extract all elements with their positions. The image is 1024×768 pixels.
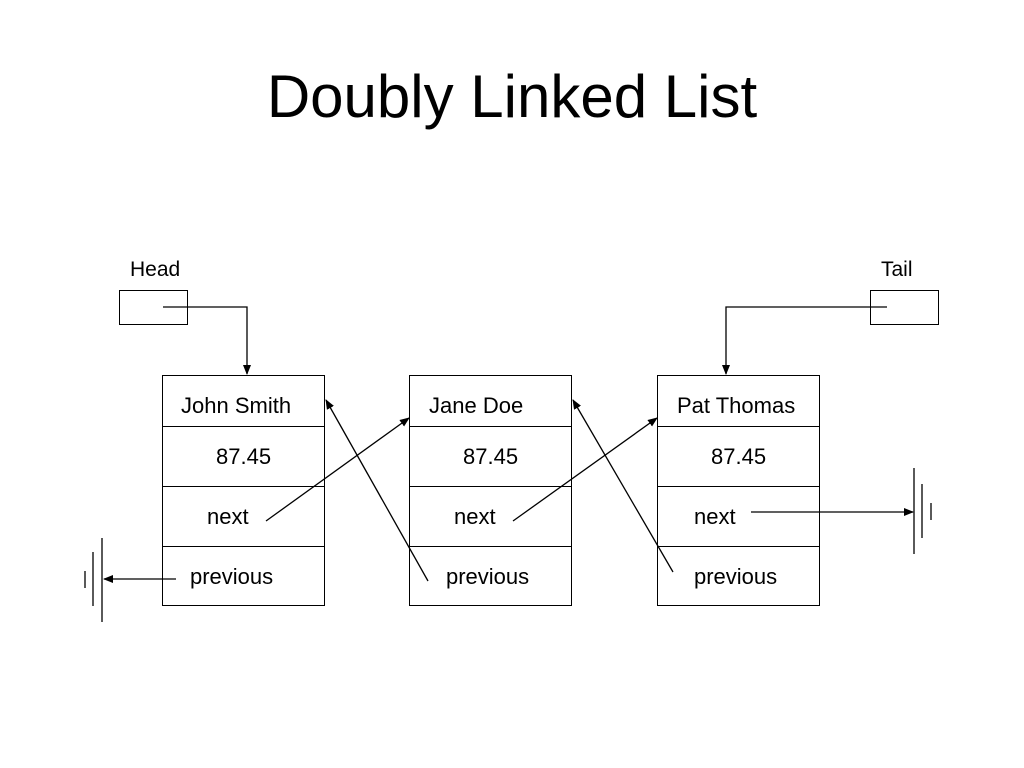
tail-to-node-3-arrow [722, 306, 887, 375]
node-3-previous: previous [694, 564, 778, 589]
node-2-previous-arrow [325, 399, 429, 582]
node-2-next-arrow [512, 417, 658, 522]
node-1-next-arrow [265, 417, 410, 522]
node-1-name: John Smith [181, 393, 292, 418]
node-3-next: next [694, 504, 736, 529]
node-3-value-field: 87.45 [658, 426, 819, 486]
node-3: Pat Thomas 87.45 next previous [657, 375, 820, 606]
head-label: Head [130, 258, 181, 281]
null-ground-right-icon [913, 468, 932, 554]
node-2-next-field: next [410, 486, 571, 546]
node-3-name: Pat Thomas [677, 393, 796, 418]
node-3-previous-field: previous [658, 546, 819, 606]
node-1-next-field: next [163, 486, 324, 546]
node-3-value: 87.45 [711, 444, 767, 469]
node-1-next: next [207, 504, 249, 529]
node-2-value-field: 87.45 [410, 426, 571, 486]
node-1-previous-field: previous [163, 546, 324, 606]
node-2-name: Jane Doe [429, 393, 524, 418]
node-3-previous-arrow [572, 399, 674, 573]
node-1-previous: previous [190, 564, 274, 589]
node-2-previous: previous [446, 564, 530, 589]
node-1-name-field: John Smith [163, 376, 324, 436]
node-3-next-field: next [658, 486, 819, 546]
node-2-name-field: Jane Doe [410, 376, 571, 436]
node-2-previous-field: previous [410, 546, 571, 606]
node-1: John Smith 87.45 next previous [162, 375, 325, 606]
null-ground-left-icon [84, 538, 103, 622]
node-3-name-field: Pat Thomas [658, 376, 819, 436]
node-2: Jane Doe 87.45 next previous [409, 375, 572, 606]
node-2-next: next [454, 504, 496, 529]
tail-label: Tail [881, 258, 913, 281]
head-to-node-1-arrow [163, 306, 251, 375]
page-title: Doubly Linked List [266, 63, 758, 130]
node-1-value: 87.45 [216, 444, 272, 469]
node-2-value: 87.45 [463, 444, 519, 469]
node-1-value-field: 87.45 [163, 426, 324, 486]
